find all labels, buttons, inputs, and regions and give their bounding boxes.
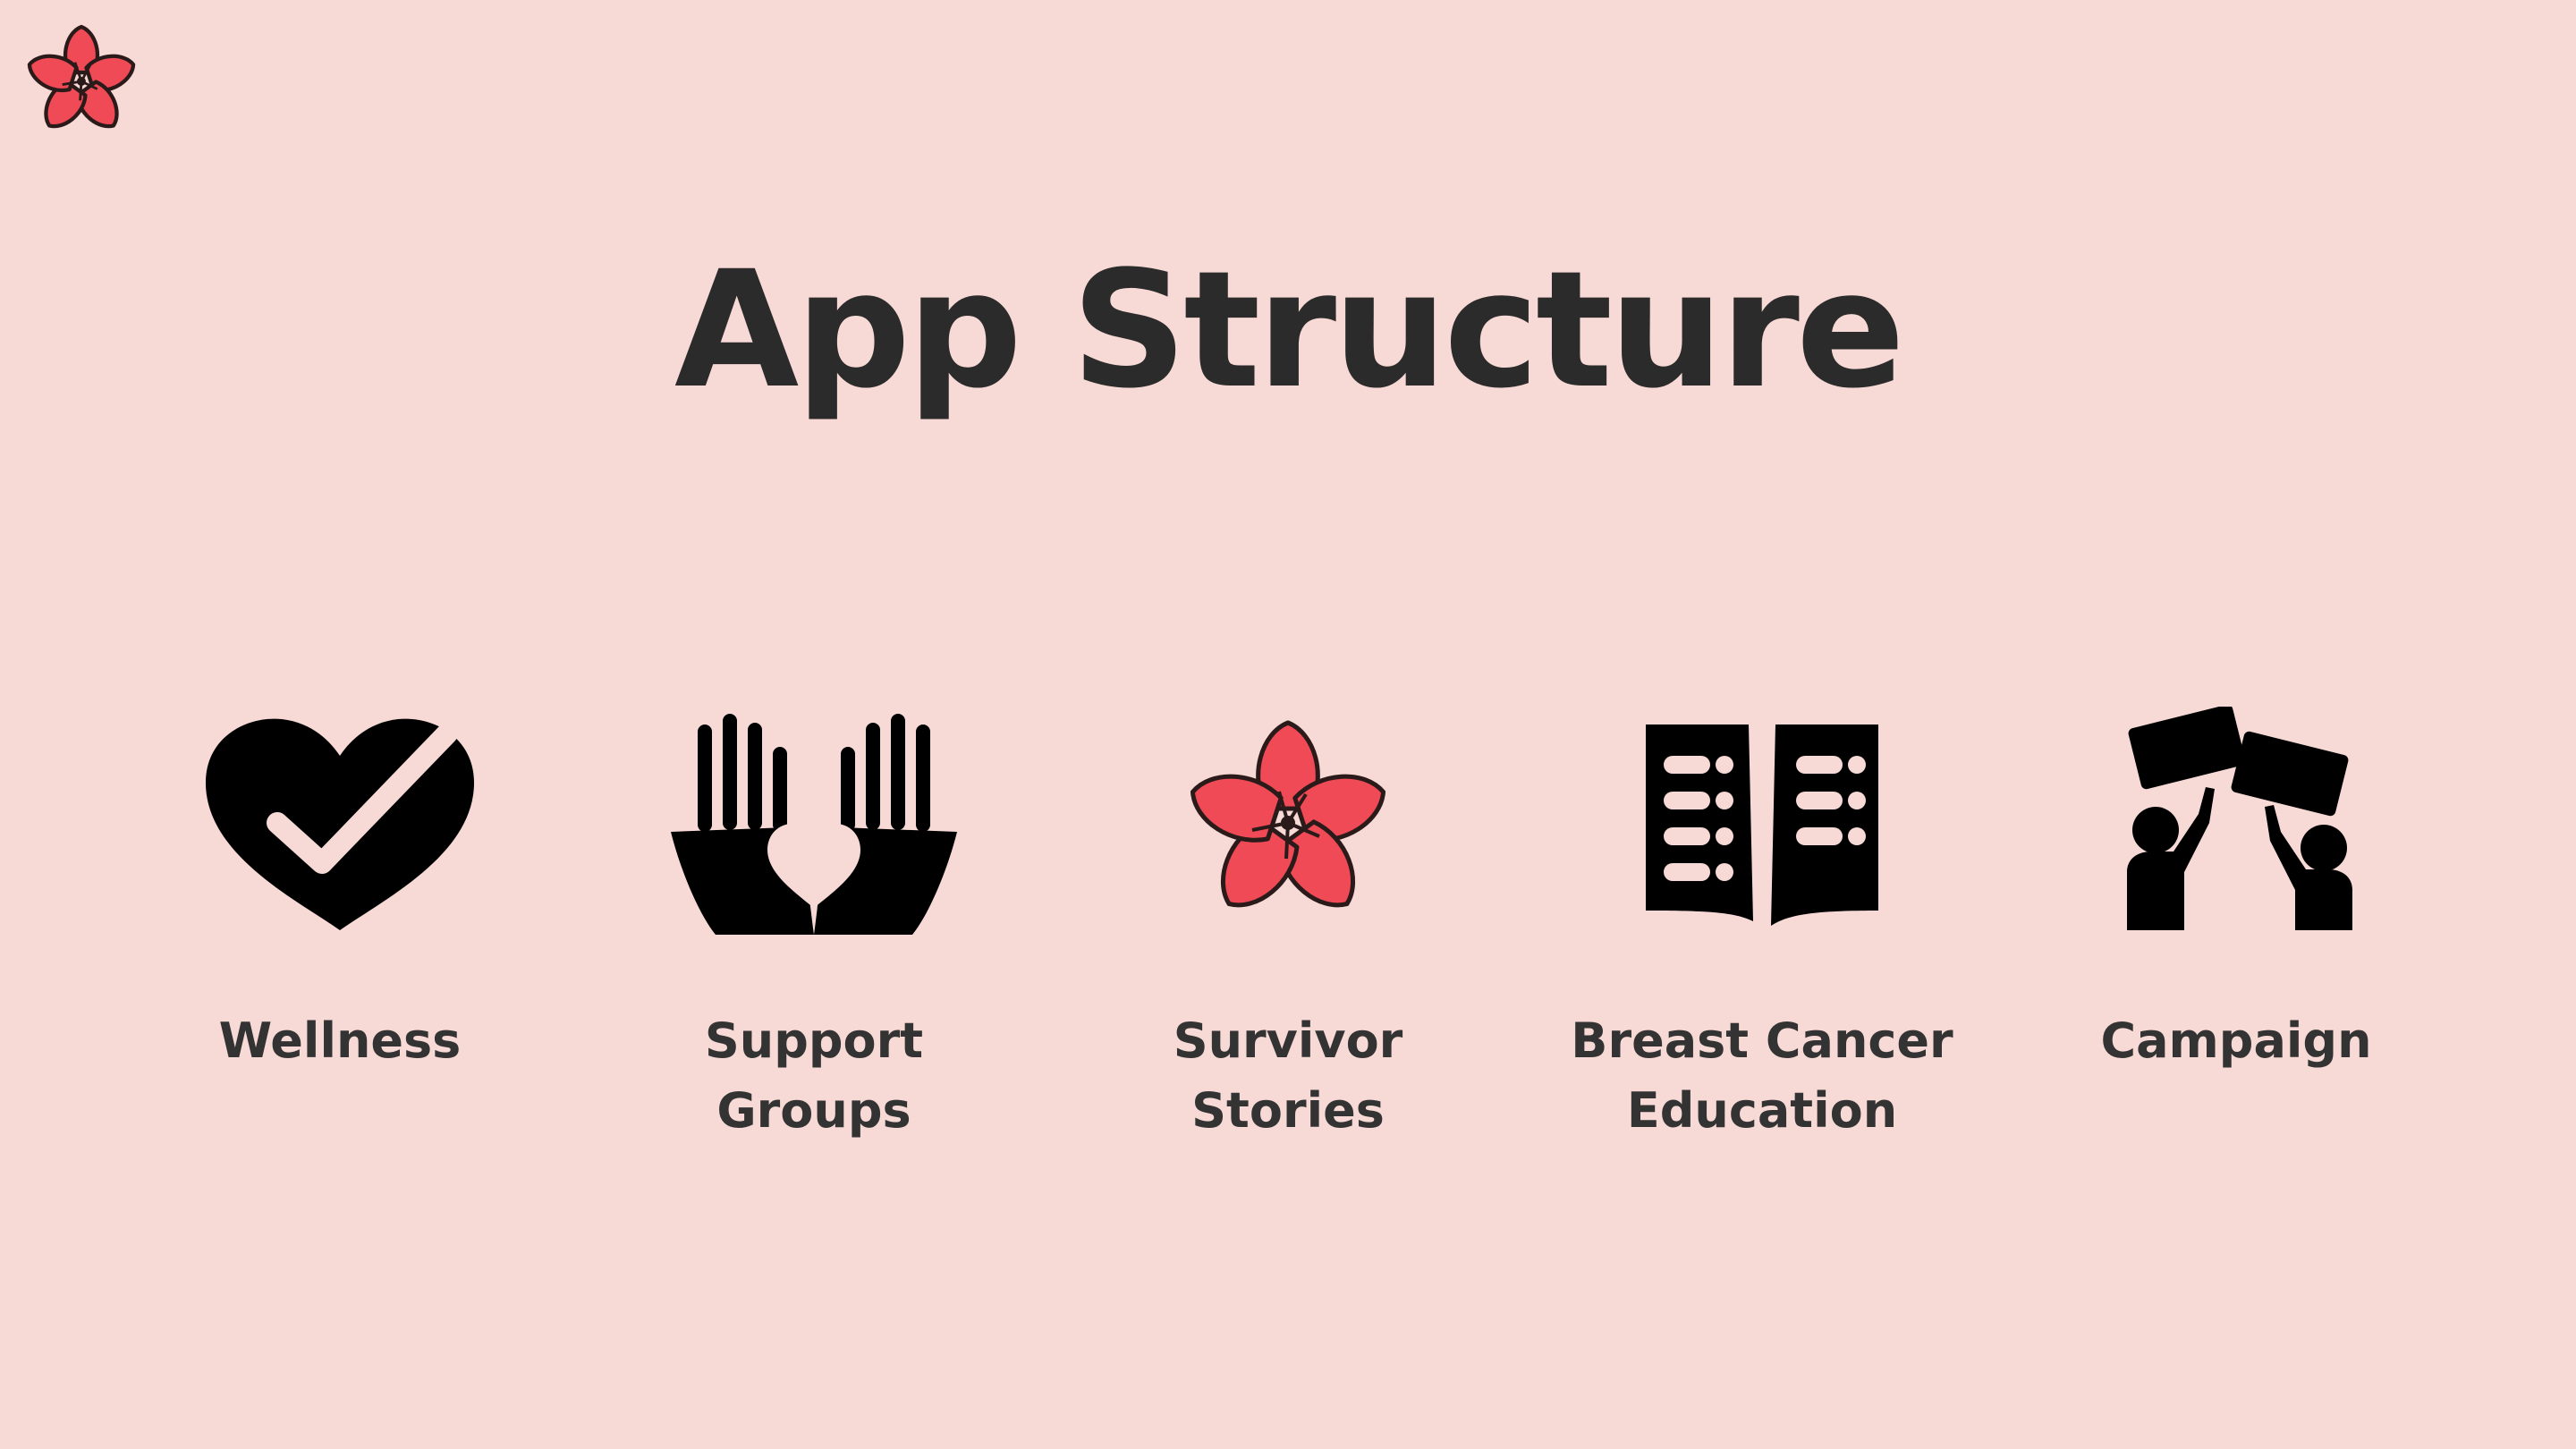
item-support-groups: Support Groups	[599, 707, 1029, 1139]
item-label: Campaign	[2100, 1013, 2372, 1069]
item-label: Survivor Stories	[1173, 1013, 1403, 1139]
open-book-icon	[1646, 724, 1878, 926]
item-label: Support Groups	[704, 1013, 924, 1139]
item-wellness: Wellness	[125, 707, 555, 1069]
heart-check-icon	[206, 718, 474, 930]
item-label-line-2: Education	[1626, 1082, 1898, 1139]
protest-signs-icon	[2127, 707, 2352, 930]
item-survivor-stories: Survivor Stories	[1073, 707, 1503, 1139]
item-label-line-1: Breast Cancer	[1571, 1013, 1953, 1069]
page-title: App Structure	[674, 237, 1905, 424]
item-label: Breast Cancer Education	[1547, 1006, 1977, 1146]
item-label: Wellness	[218, 1013, 462, 1069]
logo-flower-icon	[27, 24, 136, 129]
hands-heart-icon	[671, 714, 957, 935]
item-breast-cancer-education: Breast Cancer Education	[1547, 707, 1977, 1139]
item-campaign: Campaign	[2021, 707, 2451, 1069]
flower-icon	[1190, 720, 1386, 908]
